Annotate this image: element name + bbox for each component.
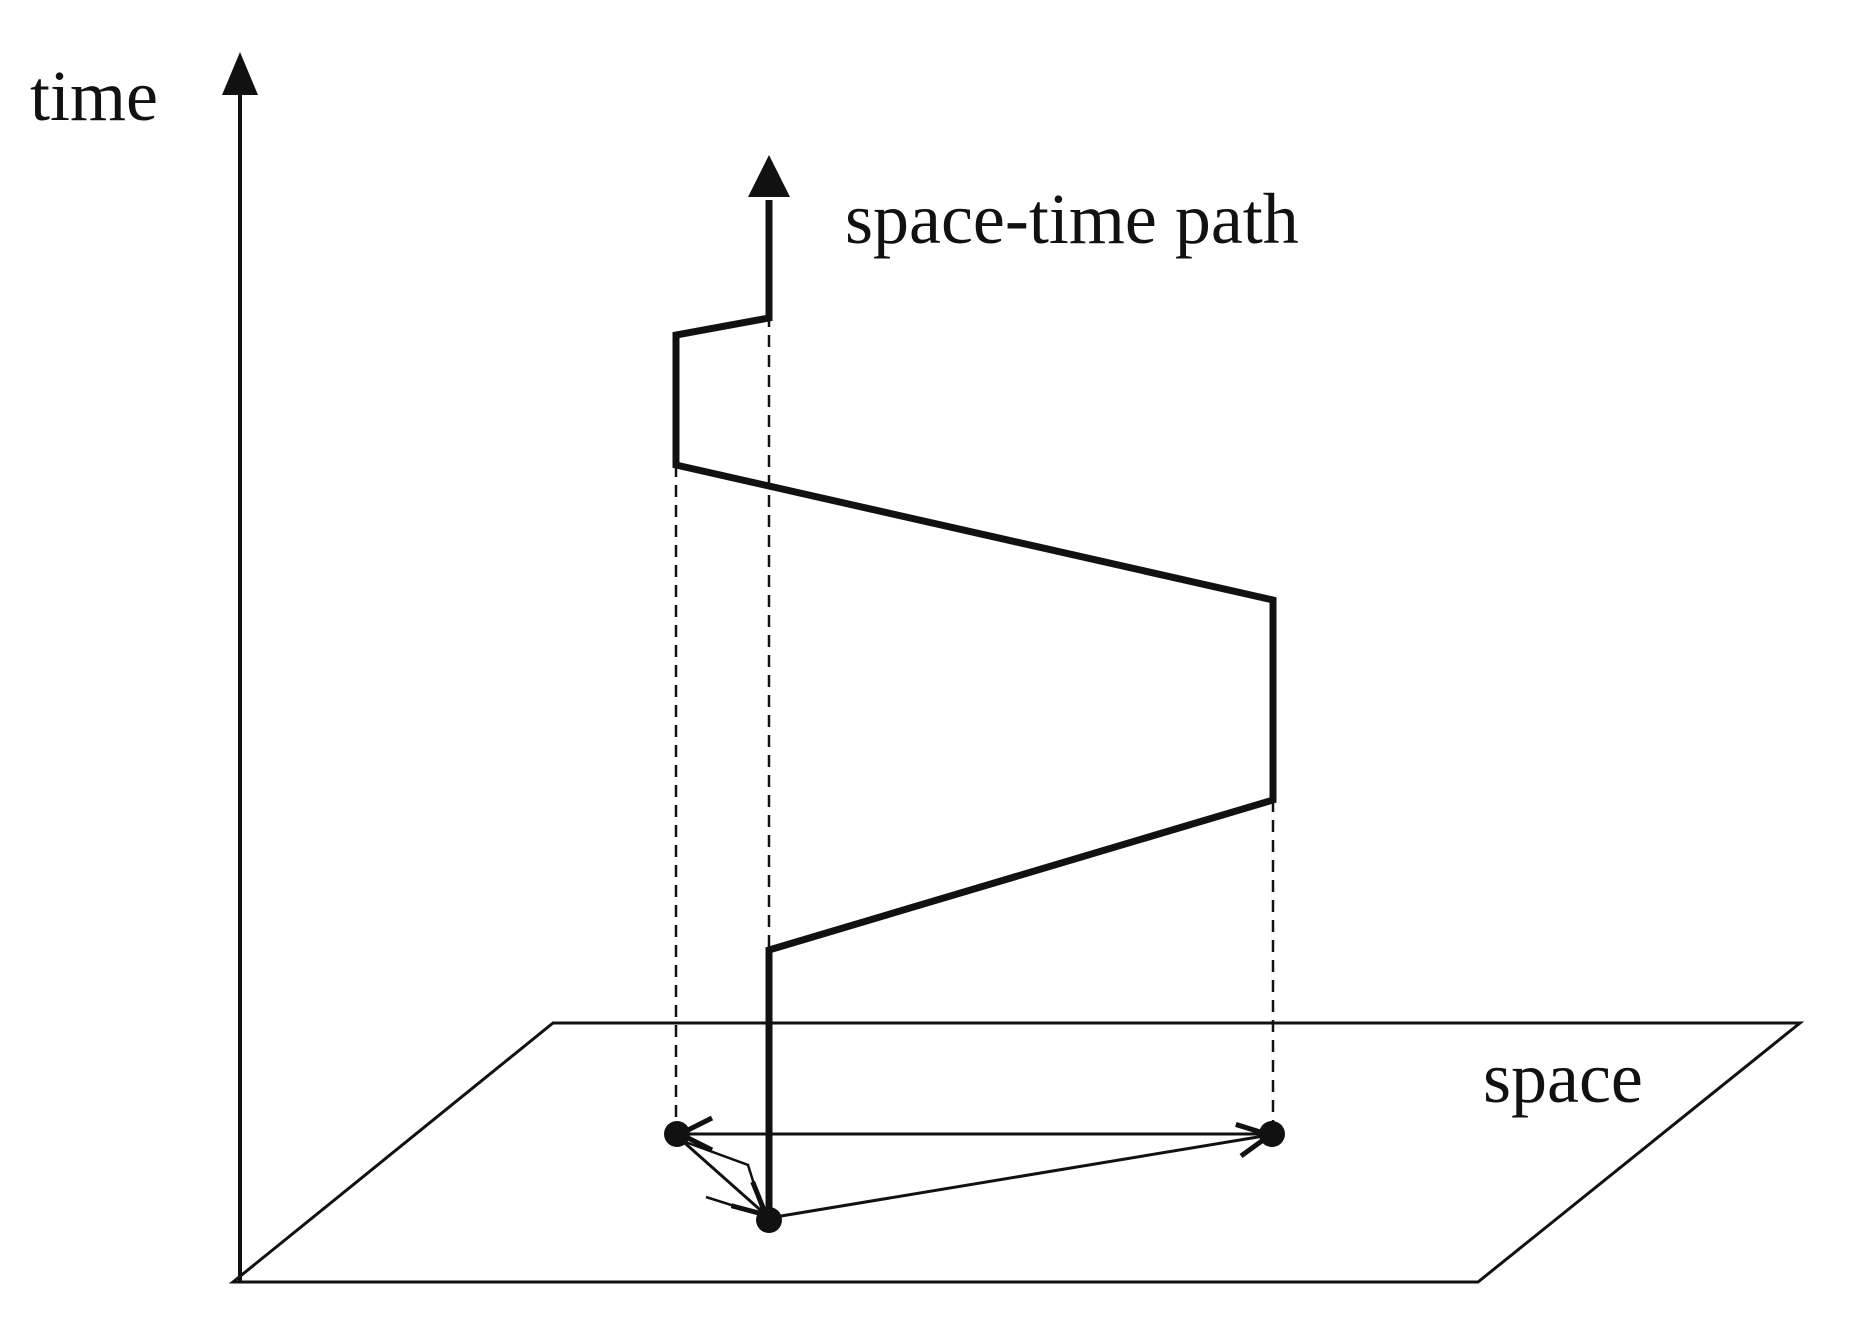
location-point-center [756,1207,782,1233]
space-time-path-label: space-time path [845,179,1299,259]
space-plane [228,1021,1805,1284]
location-point-right [1259,1121,1285,1147]
space-plane-label: space [1483,1038,1643,1118]
time-axis-arrowhead [222,52,258,95]
move-left-to-center-arrow-tail [705,1195,767,1218]
spatial-movement [677,1134,1270,1220]
space-time-path-arrowhead [748,155,790,197]
space-time-path-line [672,200,1277,1218]
move-left-to-center-stroke [679,1138,765,1214]
move-left-to-center [677,1135,766,1215]
location-point-left [664,1121,690,1147]
move-center-to-right [768,1135,1270,1220]
projection-lines [674,315,1275,1132]
time-axis-label: time [30,56,158,136]
